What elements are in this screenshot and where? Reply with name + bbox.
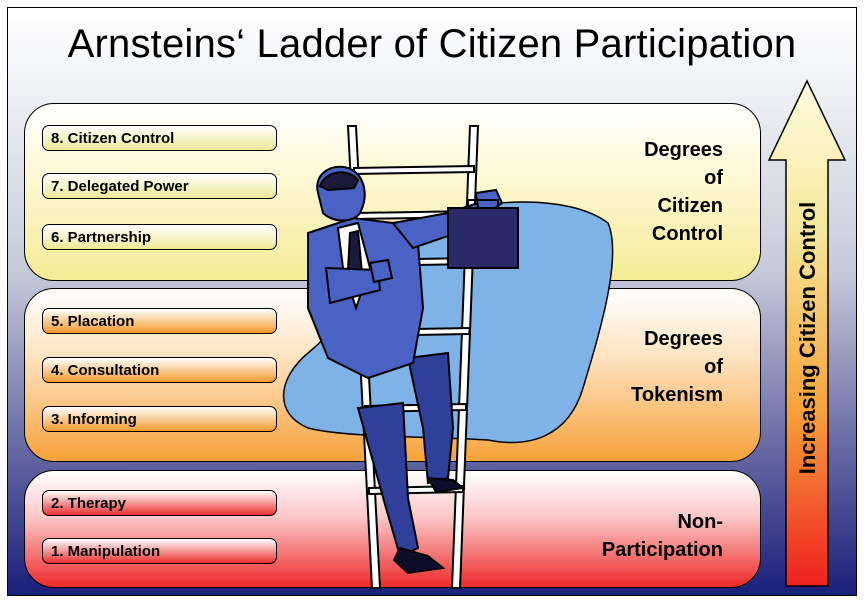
rung-8: 8. Citizen Control: [42, 125, 277, 151]
rung-7: 7. Delegated Power: [42, 173, 277, 199]
group-label-line: Non-: [677, 511, 723, 533]
group-label-line: of: [704, 167, 723, 189]
slide: Arnsteins‘ Ladder of Citizen Participati…: [7, 7, 857, 596]
increasing-control-arrow: [767, 79, 847, 587]
diagram-title: Arnsteins‘ Ladder of Citizen Participati…: [67, 22, 797, 66]
group-label-line: Participation: [601, 539, 723, 561]
group-label-non-participation: Non- Participation: [523, 508, 723, 564]
group-label-line: Tokenism: [631, 384, 723, 406]
rung-6: 6. Partnership: [42, 224, 277, 250]
group-label-line: Degrees: [644, 139, 723, 161]
group-label-tokenism: Degrees of Tokenism: [523, 325, 723, 409]
rung-5: 5. Placation: [42, 308, 277, 334]
group-label-line: of: [704, 356, 723, 378]
group-label-line: Control: [651, 223, 723, 245]
rung-1: 1. Manipulation: [42, 538, 277, 564]
ladder-climber-illustration: [282, 125, 614, 589]
rung-4: 4. Consultation: [42, 357, 277, 383]
rung-2: 2. Therapy: [42, 490, 277, 516]
group-label-citizen-control: Degrees of Citizen Control: [523, 136, 723, 248]
rung-3: 3. Informing: [42, 406, 277, 432]
arrow-label: Increasing Citizen Control: [795, 201, 820, 475]
climbing-man: [307, 165, 519, 575]
group-label-line: Degrees: [644, 328, 723, 350]
group-label-line: Citizen: [657, 195, 723, 217]
